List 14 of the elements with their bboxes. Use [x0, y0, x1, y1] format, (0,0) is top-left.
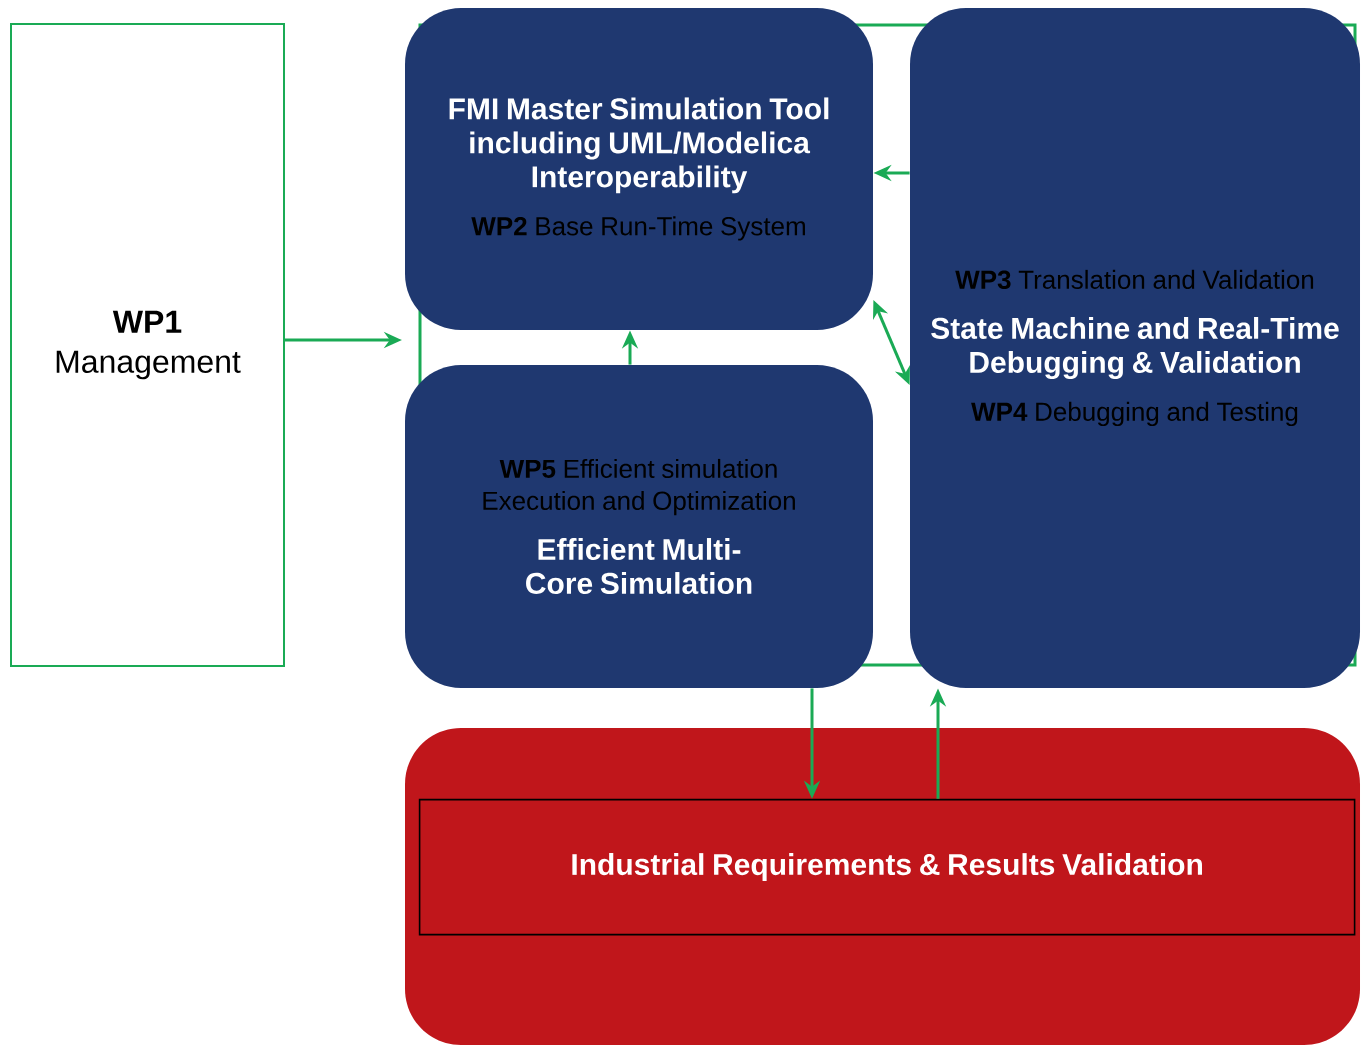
work-package-label: WP3 Translation and Validation: [955, 269, 1314, 289]
process-box: [405, 365, 873, 688]
work-package-label: WP2 Base Run-Time System: [471, 216, 805, 241]
work-package-box: [10, 23, 285, 667]
process-box: [910, 8, 1360, 688]
box-title: Industrial Requirements & Results Validation: [572, 853, 1202, 882]
validation-box: [418, 798, 1356, 936]
work-package-label: WP5 Efficient simulation Execution and Optimization: [483, 458, 795, 516]
box-title: State Machine and Real-Time Debugging & Validation: [931, 317, 1339, 380]
work-package-label: WP4 Debugging and Testing: [971, 401, 1298, 427]
box-title: Efficient Multi-Core Simulation: [526, 538, 752, 595]
work-package-label: WP1 Management: [56, 310, 241, 380]
process-box: [405, 8, 873, 330]
box-title: FMI Master Simulation Tool including UML/Modelica Interoperability: [449, 97, 829, 194]
